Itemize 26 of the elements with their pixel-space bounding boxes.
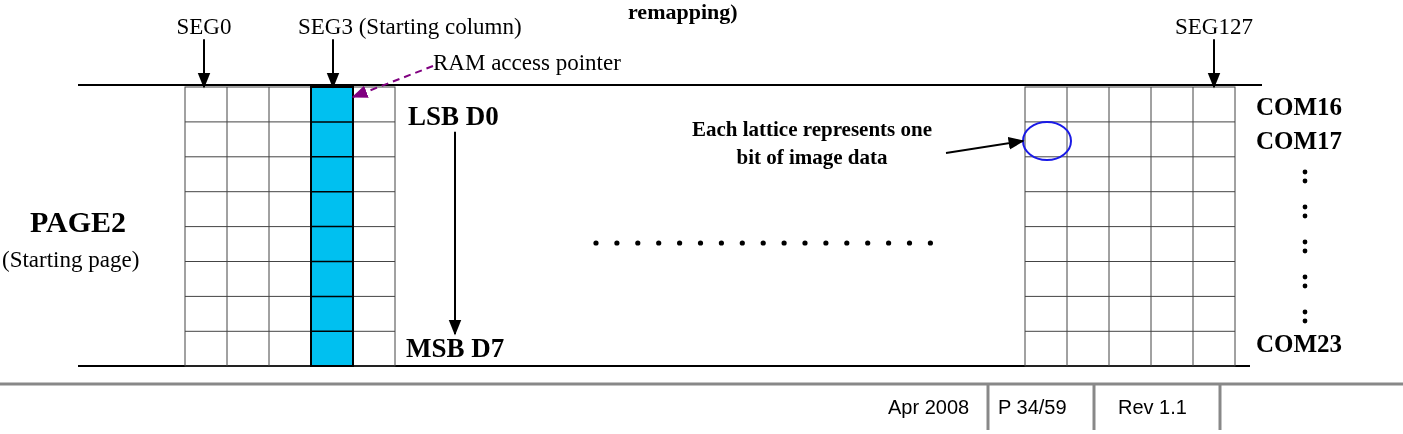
column-label: SEG127: [1175, 14, 1253, 40]
footer-revision: Rev 1.1: [1118, 396, 1187, 418]
row-label: COM17: [1256, 127, 1343, 155]
column-label: SEG3 (Starting column): [298, 14, 522, 40]
highlighted-column: [310, 86, 354, 367]
arrow: [448, 130, 462, 336]
bit-label: MSB D7: [406, 334, 505, 364]
row-label: COM16: [1256, 93, 1343, 121]
pointer-label: RAM access pointer: [433, 50, 621, 76]
footer-date: Apr 2008: [888, 396, 970, 418]
annotation-text: Each lattice represents one bit of image data: [678, 115, 946, 172]
memory-grid-drawing: [1022, 86, 1236, 367]
column-label: SEG0: [176, 14, 232, 40]
row-label: COM23: [1256, 330, 1343, 358]
footer-page: P 34/59: [998, 396, 1067, 418]
arrow: [351, 65, 434, 98]
arrow: [1207, 38, 1221, 89]
title-fragment: remapping): [628, 0, 738, 25]
page-label: PAGE2: [30, 205, 127, 238]
arrow: [945, 136, 1025, 154]
memory-grid-drawing: [184, 86, 396, 367]
arrow: [197, 38, 211, 89]
bit-label: LSB D0: [408, 102, 499, 132]
page-note: (Starting page): [2, 247, 140, 273]
arrow: [326, 38, 340, 89]
highlight-ellipse: [1022, 121, 1072, 161]
